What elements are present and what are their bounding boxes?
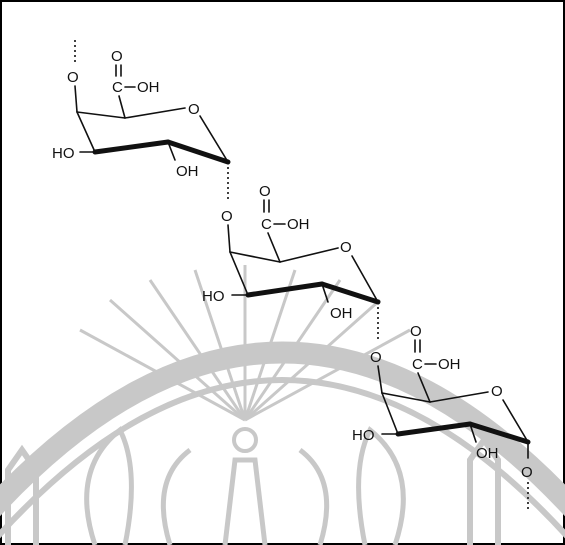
carboxyl-carbon: C [261, 216, 272, 233]
hydroxyl-left: HO [352, 427, 375, 444]
bond [502, 399, 529, 443]
bond [124, 107, 186, 119]
bond [351, 255, 379, 303]
bond [118, 95, 126, 119]
carboxyl-hydroxyl: OH [287, 216, 310, 233]
bond [279, 247, 339, 263]
ring-oxygen: O [188, 101, 200, 118]
bond [227, 224, 231, 253]
carboxyl-carbon: C [412, 356, 423, 373]
bond [229, 251, 249, 296]
bond-bold [319, 281, 381, 305]
bond-bold [165, 139, 231, 165]
bond [76, 111, 126, 119]
bond [76, 111, 96, 153]
bond [381, 392, 431, 403]
bond [417, 372, 431, 403]
carboxyl-oxygen: O [410, 323, 422, 340]
sugar-unit-3: O O C OH O HO OH O [352, 323, 533, 512]
bond-bold [395, 421, 473, 437]
bond [199, 115, 229, 163]
bond [321, 283, 329, 303]
bond-bold [467, 421, 531, 445]
bond-bold [245, 281, 325, 298]
terminal-oxygen: O [521, 464, 533, 481]
bond [469, 423, 477, 443]
hydroxyl-left: HO [52, 145, 75, 162]
link-oxygen: O [67, 69, 79, 86]
carboxyl-oxygen: O [259, 183, 271, 200]
link-oxygen: O [221, 208, 233, 225]
sugar-unit-2: O O C OH O HO OH [202, 183, 381, 342]
hydroxyl-bottom: OH [476, 445, 499, 462]
link-oxygen: O [370, 349, 382, 366]
hydroxyl-bottom: OH [176, 163, 199, 180]
watermark-seal [0, 265, 565, 545]
carboxyl-oxygen: O [111, 48, 123, 65]
bond [381, 392, 399, 435]
bond [167, 141, 176, 161]
sugar-unit-1: O O C OH O HO OH [52, 40, 231, 200]
bond [429, 391, 489, 403]
bond [229, 251, 281, 263]
carboxyl-hydroxyl: OH [137, 79, 160, 96]
carboxyl-carbon: C [112, 79, 123, 96]
carboxyl-hydroxyl: OH [438, 356, 461, 373]
hydroxyl-left: HO [202, 288, 225, 305]
bond-bold [92, 139, 171, 155]
bond [377, 365, 383, 394]
hydroxyl-bottom: OH [330, 305, 353, 322]
ring-oxygen: O [340, 239, 352, 256]
ring-oxygen: O [491, 383, 503, 400]
bond [267, 232, 281, 263]
bond [74, 85, 78, 113]
